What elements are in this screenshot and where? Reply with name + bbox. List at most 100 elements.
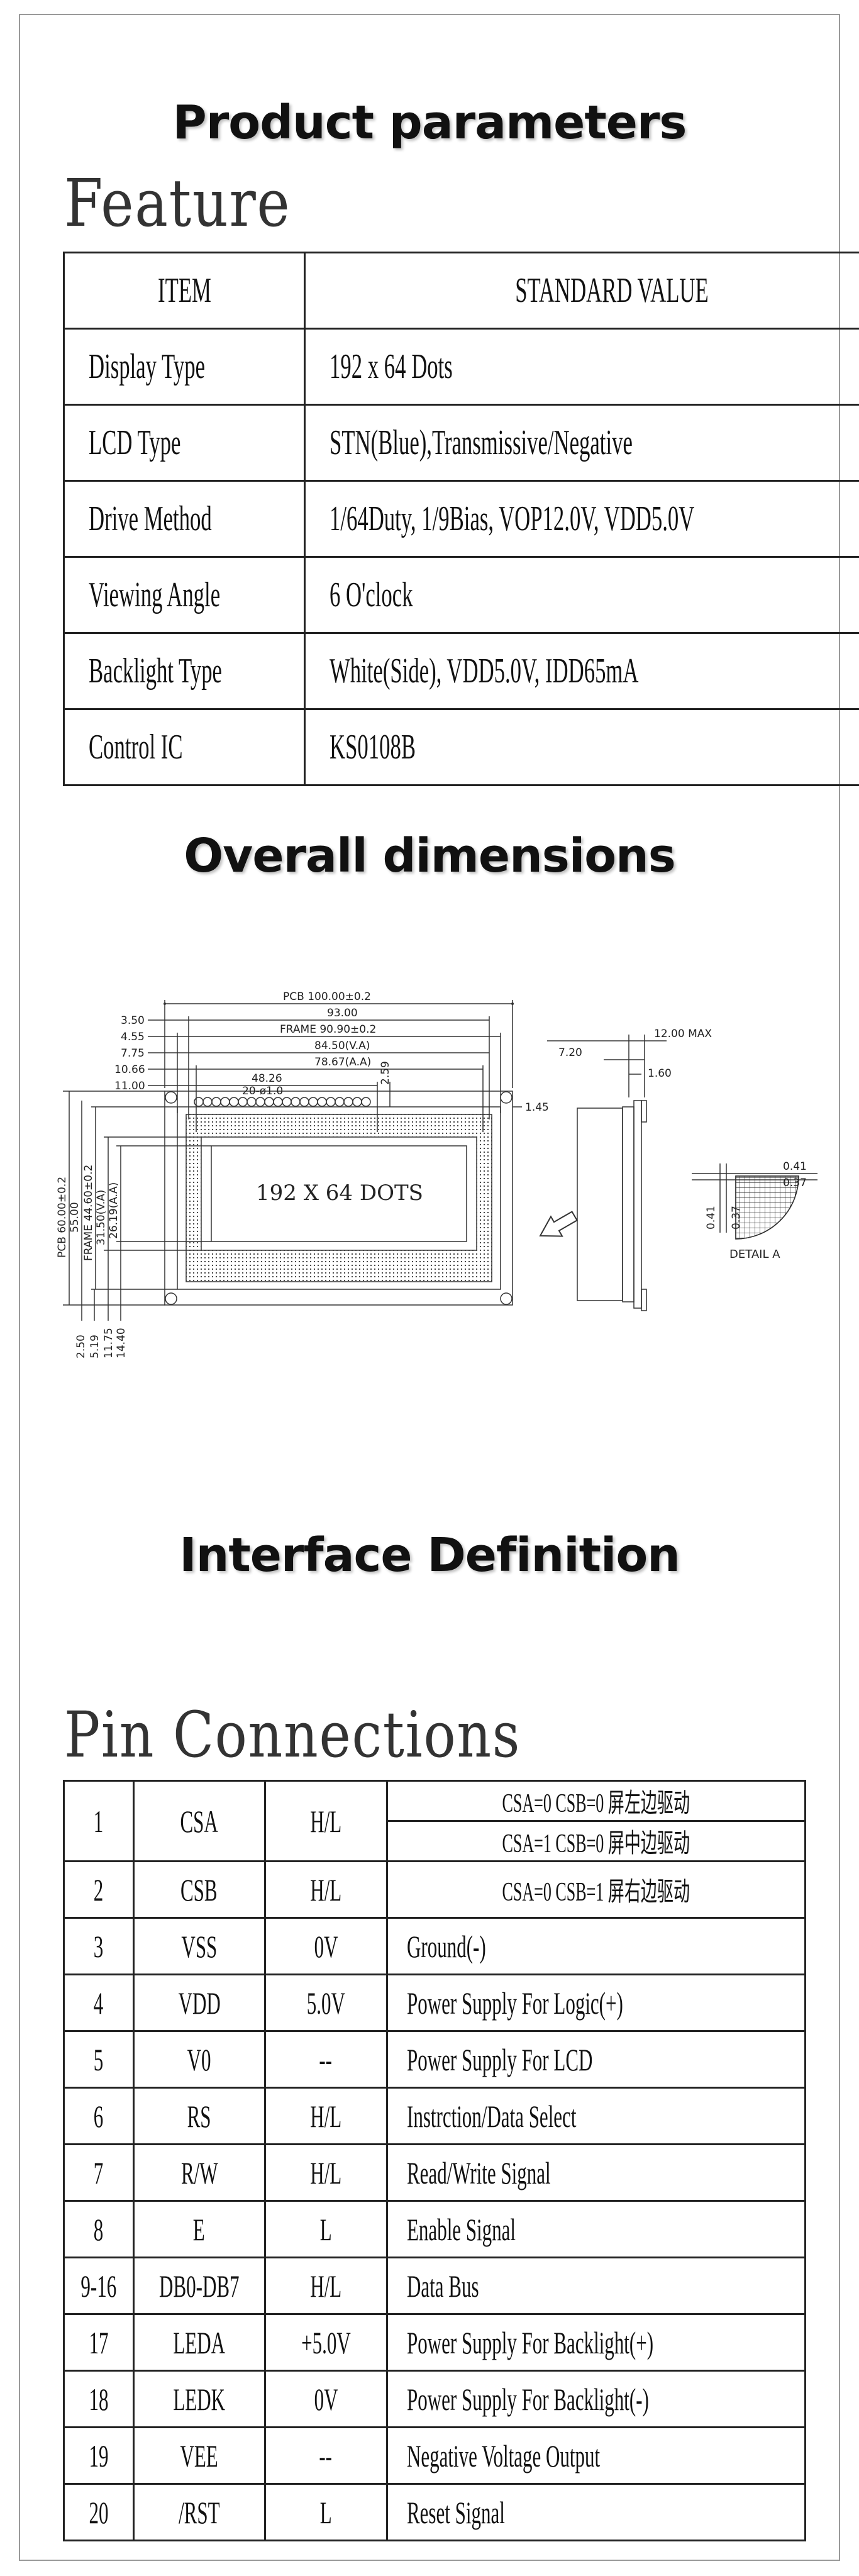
feature-header-item: ITEM — [157, 271, 211, 310]
detail-a-label: DETAIL A — [729, 1248, 780, 1261]
pin-no: 2 — [94, 1872, 104, 1907]
dim-93: 93.00 — [327, 1007, 358, 1019]
pin-level: H/L — [310, 2098, 342, 2134]
pin-symbol: CSB — [180, 1872, 218, 1907]
pin-level: 5.0V — [306, 1985, 345, 2021]
dim-side-1-60: 1.60 — [648, 1067, 672, 1080]
pin-level: L — [319, 2494, 332, 2530]
dim-pin-holes: 20-ø1.0 — [242, 1085, 283, 1097]
pin-function: Instrction/Data Select — [406, 2098, 577, 2134]
table-row: Viewing Angle 6 O'clock — [63, 556, 859, 634]
pin-no: 18 — [89, 2381, 109, 2417]
pin-table: 1 CSA H/L CSA=0 CSB=0 屏左边驱动 CSA=1 CSB=0 … — [63, 1780, 807, 2541]
table-row: 5 V0 -- Power Supply For LCD — [63, 2030, 807, 2089]
pin-symbol: /RST — [179, 2494, 220, 2530]
dim-48-26: 48.26 — [252, 1072, 282, 1085]
pin-level: 0V — [314, 1928, 338, 1964]
dim-left-4: 10.66 — [114, 1063, 145, 1076]
table-row: 20 /RST L Reset Signal — [63, 2483, 807, 2541]
pin-symbol: LEDA — [173, 2324, 226, 2360]
dim-right-2-59: 2.59 — [379, 1061, 392, 1085]
pin-level: -- — [319, 2041, 333, 2077]
pin-no: 19 — [89, 2438, 109, 2473]
pin-no: 17 — [89, 2324, 109, 2360]
table-row: 9-16 DB0-DB7 H/L Data Bus — [63, 2257, 807, 2315]
overall-dimensions-title: Overall dimensions — [184, 829, 676, 883]
display-dots-label: 192 X 64 DOTS — [256, 1180, 423, 1206]
dim-frame-height: FRAME 44.60±0.2 — [82, 1165, 95, 1261]
pin-function: Power Supply For LCD — [406, 2041, 593, 2077]
interface-definition-title: Interface Definition — [179, 1528, 680, 1582]
pin-level: H/L — [310, 1872, 342, 1907]
feature-item: Backlight Type — [89, 652, 222, 691]
pin-level: H/L — [310, 2268, 342, 2304]
pin-level: -- — [319, 2438, 333, 2473]
dim-side-7-20: 7.20 — [558, 1046, 582, 1059]
table-row: Display Type 192 x 64 Dots — [63, 328, 859, 406]
feature-value: White(Side), VDD5.0V, IDD65mA — [329, 652, 639, 691]
pin-symbol: VDD — [178, 1985, 221, 2021]
dim-left-1: 3.50 — [121, 1014, 145, 1027]
pin-symbol: RS — [187, 2098, 211, 2134]
pin-function: Power Supply For Logic(+) — [406, 1985, 623, 2021]
feature-value: 192 x 64 Dots — [329, 347, 453, 386]
pin-symbol: VEE — [180, 2438, 218, 2473]
dim-detail-3: 0.41 — [705, 1206, 718, 1230]
dim-detail-4: 0.37 — [730, 1206, 743, 1230]
pin-symbol: V0 — [187, 2041, 211, 2077]
feature-value: 6 O'clock — [329, 575, 413, 614]
pin-function: Negative Voltage Output — [406, 2438, 600, 2473]
table-row: 1 CSA H/L CSA=0 CSB=0 屏左边驱动 — [63, 1780, 807, 1862]
feature-value: STN(Blue),Transmissive/Negative — [329, 423, 633, 462]
dim-left-3: 7.75 — [121, 1047, 145, 1060]
dim-detail-2: 0.37 — [783, 1177, 807, 1189]
page-frame — [19, 14, 840, 2561]
feature-item: LCD Type — [89, 423, 181, 462]
pin-symbol: LEDK — [173, 2381, 226, 2417]
pin-no: 5 — [94, 2041, 104, 2077]
dim-bottom-3: 11.75 — [103, 1328, 115, 1358]
feature-item: Drive Method — [89, 499, 212, 538]
pin-symbol: DB0-DB7 — [159, 2268, 240, 2304]
table-row: 6 RS H/L Instrction/Data Select — [63, 2087, 807, 2145]
dim-va-width: 84.50(V.A) — [314, 1040, 370, 1052]
pin-level: L — [319, 2211, 332, 2247]
pin-function: Read/Write Signal — [406, 2155, 551, 2190]
feature-value: KS0108B — [329, 728, 416, 767]
cs-mode-right: CSA=0 CSB=1 屏右边驱动 — [502, 1878, 690, 1907]
pin-symbol: R/W — [180, 2155, 218, 2190]
pin-connections-heading: Pin Connections — [64, 1698, 521, 1772]
pin-function: Power Supply For Backlight(+) — [406, 2324, 653, 2360]
feature-item: Viewing Angle — [89, 575, 221, 614]
pin-no: 8 — [94, 2211, 104, 2247]
table-row: 2 CSB H/L CSA=0 CSB=1 屏右边驱动 — [63, 1860, 807, 1919]
dim-detail-1: 0.41 — [783, 1160, 807, 1173]
dimension-drawing: PCB 100.00±0.2 93.00 FRAME 90.90±0.2 84.… — [56, 991, 817, 1358]
table-row: 17 LEDA +5.0V Power Supply For Backlight… — [63, 2313, 807, 2372]
pin-no: 20 — [89, 2494, 109, 2530]
dim-side-12-max: 12.00 MAX — [654, 1028, 712, 1040]
cs-mode-left: CSA=0 CSB=0 屏左边驱动 — [502, 1789, 690, 1818]
dim-55: 55.00 — [69, 1202, 81, 1233]
dim-pcb-height: PCB 60.00±0.2 — [56, 1177, 69, 1258]
dim-bottom-2: 5.19 — [89, 1335, 101, 1358]
dim-bottom-4: 14.40 — [115, 1328, 128, 1358]
pin-no: 6 — [94, 2098, 104, 2134]
table-row: Backlight Type White(Side), VDD5.0V, IDD… — [63, 632, 859, 710]
dim-right-1-45: 1.45 — [525, 1101, 549, 1114]
dim-pcb-width: PCB 100.00±0.2 — [283, 991, 371, 1003]
table-row: LCD Type STN(Blue),Transmissive/Negative — [63, 404, 859, 482]
feature-table: ITEM STANDARD VALUE Display Type 192 x 6… — [63, 252, 859, 786]
dim-aa-height: 26.19(A.A) — [108, 1182, 120, 1239]
feature-value: 1/64Duty, 1/9Bias, VOP12.0V, VDD5.0V — [329, 499, 695, 538]
dim-bottom-1: 2.50 — [75, 1335, 87, 1358]
table-row: 3 VSS 0V Ground(-) — [63, 1917, 807, 1975]
table-row: 4 VDD 5.0V Power Supply For Logic(+) — [63, 1974, 807, 2032]
dim-left-2: 4.55 — [121, 1031, 145, 1043]
table-row: 7 R/W H/L Read/Write Signal — [63, 2143, 807, 2202]
pin-function: Ground(-) — [406, 1928, 486, 1964]
table-row: 18 LEDK 0V Power Supply For Backlight(-) — [63, 2370, 807, 2428]
table-row: Control IC KS0108B — [63, 708, 859, 786]
pin-function: Data Bus — [406, 2268, 479, 2304]
pin-symbol: CSA — [180, 1803, 218, 1839]
